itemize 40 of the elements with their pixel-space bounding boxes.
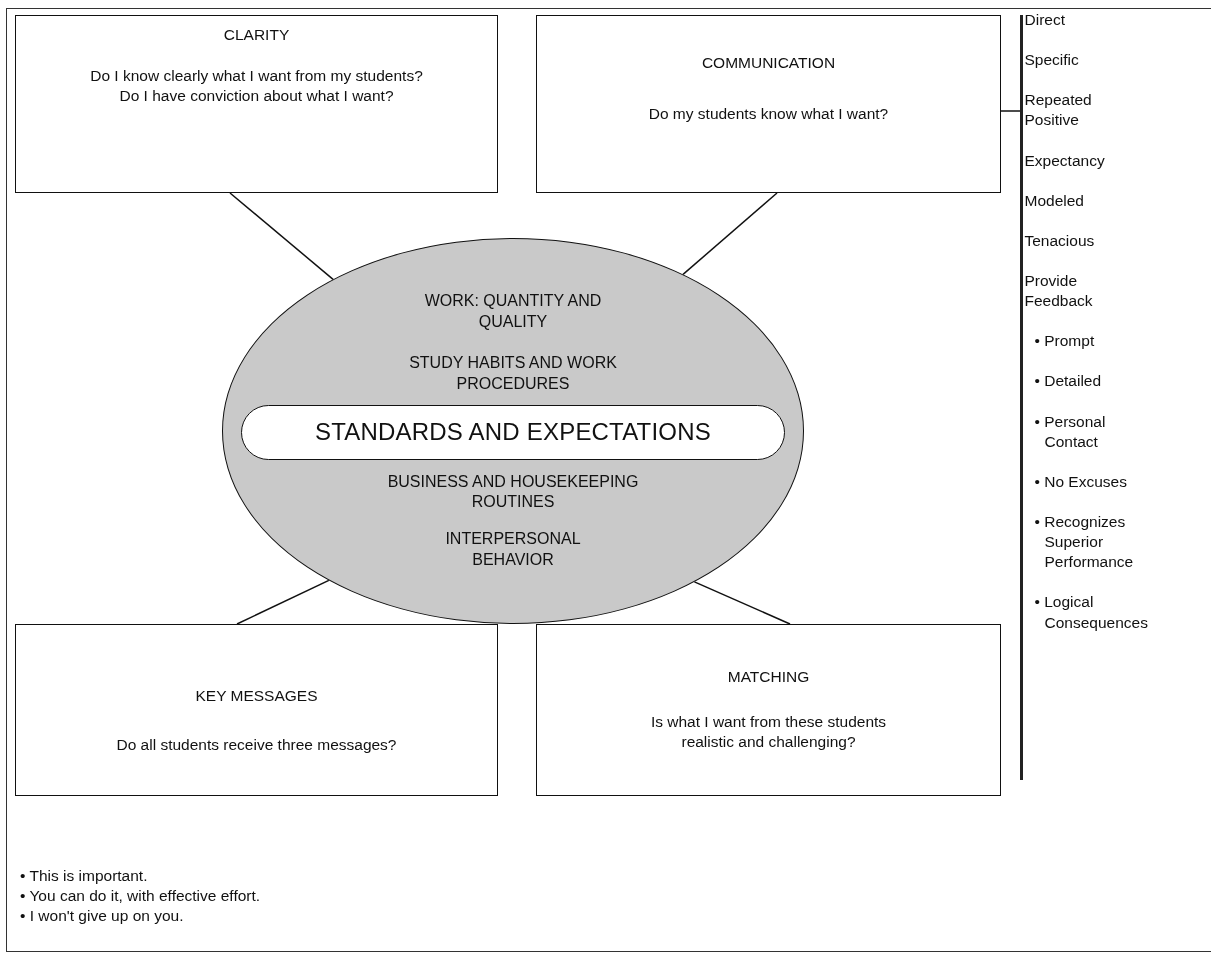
question-text: Do all students receive three messages?	[116, 734, 397, 755]
box-heading: KEY MESSAGES	[195, 686, 318, 705]
question-text: Do I know clearly what I want from my students?	[90, 66, 423, 86]
box-heading: MATCHING	[727, 667, 810, 686]
message-item: • You can do it, with effective effort.	[20, 886, 262, 907]
question-text: Do I have conviction about what I want?	[119, 86, 394, 107]
pill-title: STANDARDS AND EXPECTATIONS	[315, 418, 711, 446]
ellipse-text: STUDY HABITS AND WORK PROCEDURES	[408, 352, 618, 394]
list-item: Specific	[1024, 50, 1080, 71]
ellipse-text: WORK: QUANTITY AND QUALITY	[423, 291, 603, 333]
message-item: • This is important.	[20, 866, 149, 886]
connector-line	[682, 192, 778, 276]
list-item: Repeated Positive	[1024, 90, 1093, 131]
question-box	[15, 15, 498, 193]
box-heading: COMMUNICATION	[701, 53, 836, 72]
box-heading: CLARITY	[223, 26, 290, 44]
bracket-line	[1020, 15, 1023, 780]
list-item: • Recognizes Superior Performance	[1033, 511, 1135, 573]
ellipse-text: INTERPERSONAL BEHAVIOR	[444, 529, 582, 570]
question-box	[536, 624, 1001, 796]
list-item: • Personal Contact	[1033, 411, 1107, 452]
connector-line	[693, 581, 791, 625]
ellipse-text: BUSINESS AND HOUSEKEEPING ROUTINES	[386, 471, 640, 513]
question-text: Is what I want from these students realistic and challenging?	[649, 711, 888, 752]
connector-line	[1000, 110, 1021, 112]
question-text: Do my students know what I want?	[648, 103, 889, 124]
list-item: • Logical Consequences	[1033, 592, 1149, 633]
message-item: • I won't give up on you.	[20, 906, 185, 927]
list-item: Tenacious	[1024, 230, 1096, 251]
list-item: Direct	[1024, 10, 1066, 30]
connector-line	[229, 192, 334, 281]
question-box	[15, 624, 498, 796]
list-item: • Detailed	[1033, 371, 1103, 392]
list-item: Expectancy	[1024, 150, 1106, 171]
list-item: • No Excuses	[1033, 471, 1128, 492]
list-item: Provide Feedback	[1024, 271, 1094, 312]
list-item: • Prompt	[1033, 331, 1096, 352]
connector-line	[236, 579, 330, 625]
list-item: Modeled	[1024, 190, 1085, 211]
question-box	[536, 15, 1001, 193]
